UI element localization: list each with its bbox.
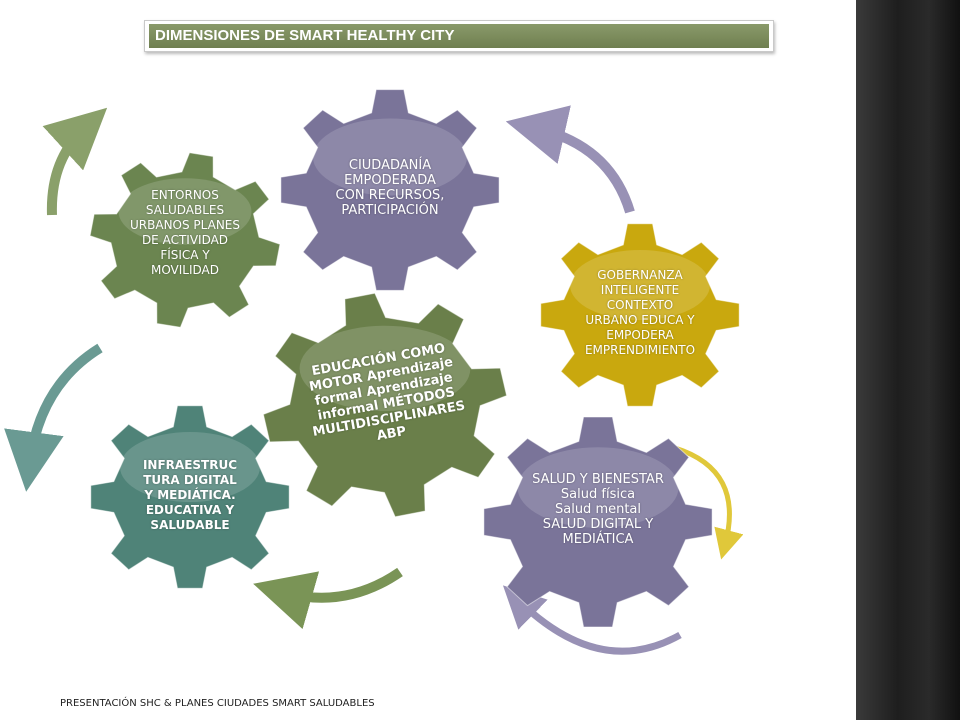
gear-label-line: EMPODERA (606, 328, 674, 342)
arrow-purple-bottom (502, 585, 682, 655)
gear-label-line: ENTORNOS (151, 188, 219, 202)
gear-label-line: EMPODERADA (344, 173, 436, 188)
gear-highlight (517, 447, 679, 528)
gear-diagram (4, 89, 744, 655)
gear-highlight (570, 250, 710, 320)
gear-label-line: CONTEXTO (606, 298, 674, 312)
gear-label-line: TURA DIGITAL (143, 473, 237, 487)
decorative-side-strip (856, 0, 960, 720)
gear-label-line: MOVILIDAD (150, 263, 220, 277)
gear-label-line: Salud mental (554, 502, 642, 517)
gear-salud (483, 416, 713, 628)
gear-label-line: URBANOS PLANES (130, 218, 240, 232)
gear-label-line: MEDIÁTICA (562, 532, 634, 547)
gear-label-line: Y MEDIÁTICA. (144, 488, 236, 502)
gear-ciudadania (280, 89, 500, 291)
gear-label-line: SALUD Y BIENESTAR (532, 472, 664, 487)
gear-label-line: EDUCATIVA Y (145, 503, 235, 517)
gear-highlight (118, 178, 252, 245)
gear-gobernanza (540, 223, 740, 407)
arrow-purple-top-right (505, 105, 635, 214)
gear-entornos (89, 152, 281, 328)
gear-label-line: DE ACTIVIDAD (141, 233, 229, 247)
gear-label-line: EMPRENDIMIENTO (584, 343, 696, 357)
gear-label-line: SALUDABLES (145, 203, 225, 217)
gear-label-line: URBANO EDUCA Y (585, 313, 695, 327)
cycle-arrows (4, 105, 744, 655)
gear-highlight (299, 325, 471, 412)
gear-highlight (120, 432, 260, 502)
slide-title: DIMENSIONES DE SMART HEALTHY CITY (149, 24, 769, 48)
gear-label-line: CON RECURSOS, (335, 188, 445, 203)
gear-label-line: SALUD DIGITAL Y (542, 517, 654, 532)
arrow-green-bottom (253, 567, 403, 630)
arrow-yellow-right (674, 445, 744, 560)
gear-highlight (313, 118, 467, 196)
gear-label-line: PARTICIPACIÓN (341, 203, 439, 218)
arrow-teal-left (4, 343, 103, 492)
slide-title-box: DIMENSIONES DE SMART HEALTHY CITY (144, 20, 774, 52)
gear-label-line: INFRAESTRUC (142, 458, 238, 472)
gear-label-line: SALUDABLE (150, 518, 230, 532)
gear-infraestructura (90, 405, 290, 589)
slide-footer: PRESENTACIÓN SHC & PLANES CIUDADES SMART… (60, 698, 375, 709)
gear-label-line: Salud física (560, 487, 636, 502)
gear-label-line: GOBERNANZA (597, 268, 683, 282)
arrow-green-top-left (42, 107, 108, 216)
gear-label-line: INTELIGENTE (600, 283, 680, 297)
gear-educacion (262, 292, 508, 518)
gear-label-line: CIUDADANÍA (348, 158, 432, 173)
gear-label-line: FÍSICA Y (160, 248, 210, 262)
